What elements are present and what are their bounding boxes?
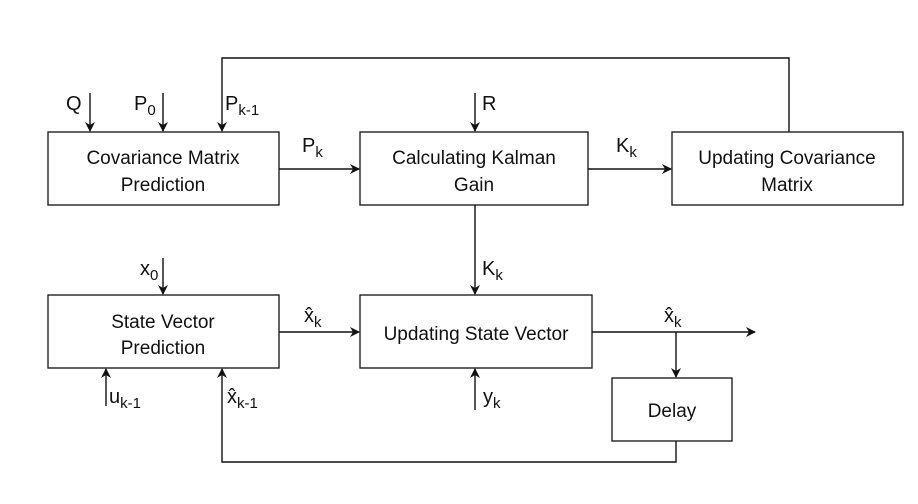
label-q: Q (66, 93, 82, 115)
label-r: R (482, 93, 496, 115)
block-covariance-prediction: Covariance Matrix Prediction (47, 131, 280, 206)
label-p0: P0 (134, 93, 156, 119)
label-x0: x0 (140, 258, 158, 284)
label-xhat-k-minus-1: x̂k-1 (227, 386, 258, 412)
block-label: Gain (454, 175, 494, 196)
block-label: Updating State Vector (384, 324, 570, 345)
block-updating-covariance: Updating Covariance Matrix (671, 131, 904, 206)
delay-feedback-line (217, 368, 677, 463)
connectors (85, 57, 790, 463)
block-label: Calculating Kalman (392, 148, 556, 169)
block-label: State Vector (111, 312, 215, 333)
block-label: Prediction (121, 338, 206, 359)
block-label: Prediction (121, 175, 206, 196)
block-kalman-gain: Calculating Kalman Gain (359, 131, 589, 206)
label-u-k-minus-1: uk-1 (109, 386, 141, 412)
block-label: Covariance Matrix (86, 148, 240, 169)
label-p-k-minus-1: Pk-1 (225, 93, 259, 119)
label-pk: Pk (302, 135, 323, 161)
label-kk-down: Kk (482, 258, 503, 284)
block-label: Matrix (761, 175, 813, 196)
label-xhat-k-output: x̂k (664, 305, 682, 331)
label-kk-right: Kk (616, 135, 637, 161)
block-state-prediction: State Vector Prediction (47, 294, 280, 369)
block-label: Delay (648, 401, 697, 422)
block-delay: Delay (611, 377, 733, 442)
signal-labels: Q P0 Pk-1 Pk R Kk Kk x0 x̂k x̂k uk-1 x̂k… (66, 93, 682, 412)
block-updating-state: Updating State Vector (359, 294, 593, 369)
feedback-covariance-line (217, 57, 790, 132)
label-xhat-k: x̂k (304, 305, 322, 331)
label-yk: yk (483, 386, 501, 412)
block-label: Updating Covariance (698, 148, 875, 169)
